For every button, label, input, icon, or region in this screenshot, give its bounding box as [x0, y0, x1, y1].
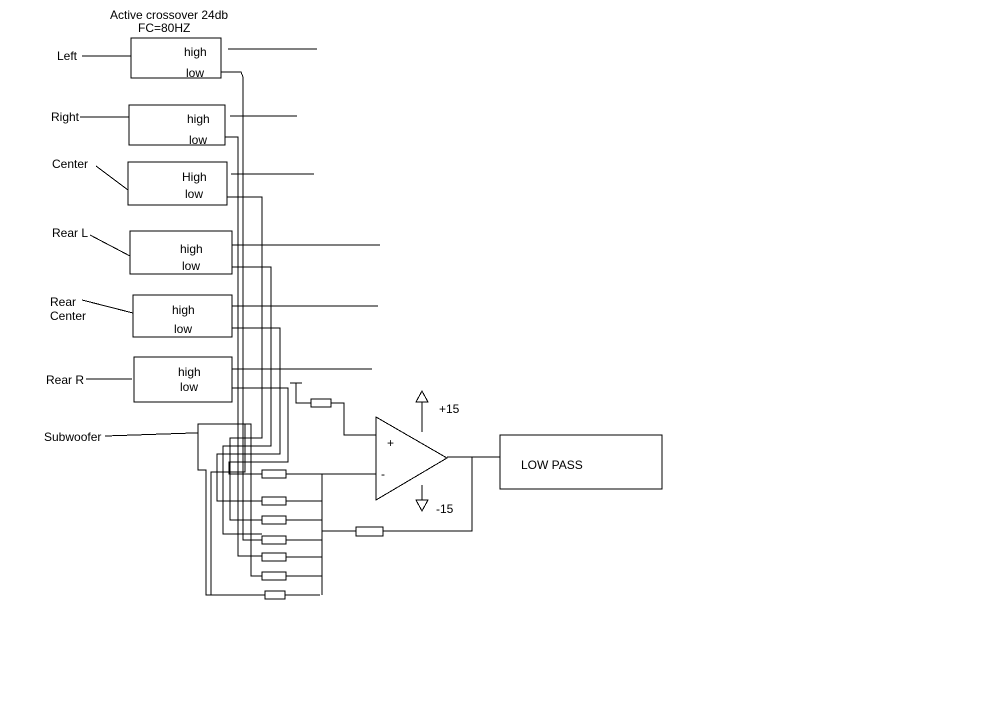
resistor-5 [261, 552, 287, 562]
channel-rear-center-label-2: Center [50, 309, 86, 323]
channel-center-label: Center [52, 157, 88, 171]
crossover-box-right [128, 104, 226, 146]
resistor-7 [264, 590, 286, 600]
crossover-box-center [127, 161, 228, 206]
rear-center-high-label: high [172, 303, 195, 317]
crossover-box-left [130, 37, 222, 79]
right-low-label: low [189, 133, 207, 147]
rear-r-low-label: low [180, 380, 198, 394]
resistor-4 [261, 535, 287, 545]
channel-rear-l: Rear L high low [52, 226, 380, 275]
opamp-minus-label: - [381, 467, 385, 481]
resistor-6 [261, 571, 287, 581]
left-high-label: high [184, 45, 207, 59]
channel-left: Left high low [57, 37, 317, 80]
right-high-label: high [187, 112, 210, 126]
supply-negative-label: -15 [436, 502, 454, 516]
low-pass-box [499, 434, 663, 490]
channel-rear-r-label: Rear R [46, 373, 84, 387]
title-line1: Active crossover 24db [110, 8, 228, 22]
channel-right: Right high low [51, 104, 297, 147]
crossover-box-rear-r [133, 356, 233, 403]
supply-positive-label: +15 [439, 402, 460, 416]
low-output-wiring [193, 71, 289, 596]
channel-rear-center-label-1: Rear [50, 295, 76, 309]
center-low-label: low [185, 187, 203, 201]
rear-center-low-label: low [174, 322, 192, 336]
resistor-2 [261, 496, 287, 506]
title-line2: FC=80HZ [138, 21, 190, 35]
resistor-1 [261, 469, 287, 479]
rear-r-high-label: high [178, 365, 201, 379]
center-high-label: High [182, 170, 207, 184]
channel-rear-center: Rear Center high low [50, 294, 378, 338]
channel-rear-l-label: Rear L [52, 226, 88, 240]
rear-l-low-label: low [182, 259, 200, 273]
resistor-bias [310, 398, 332, 408]
crossover-box-rear-l [129, 230, 233, 275]
low-pass-label: LOW PASS [521, 458, 583, 472]
channel-left-label: Left [57, 49, 78, 63]
channel-right-label: Right [51, 110, 80, 124]
crossover-box-rear-center [132, 294, 233, 338]
non-inverting-input [290, 382, 376, 436]
resistor-feedback [355, 526, 384, 537]
left-low-label: low [186, 66, 204, 80]
channel-center: Center High low [52, 157, 314, 206]
channel-rear-r: Rear R high low [46, 356, 372, 403]
summing-resistors [261, 469, 376, 600]
resistor-3 [261, 515, 287, 525]
opamp-plus-label: + [387, 436, 394, 450]
rear-l-high-label: high [180, 242, 203, 256]
op-amp: + - +15 -15 [322, 389, 500, 537]
subwoofer-label: Subwoofer [44, 430, 101, 444]
